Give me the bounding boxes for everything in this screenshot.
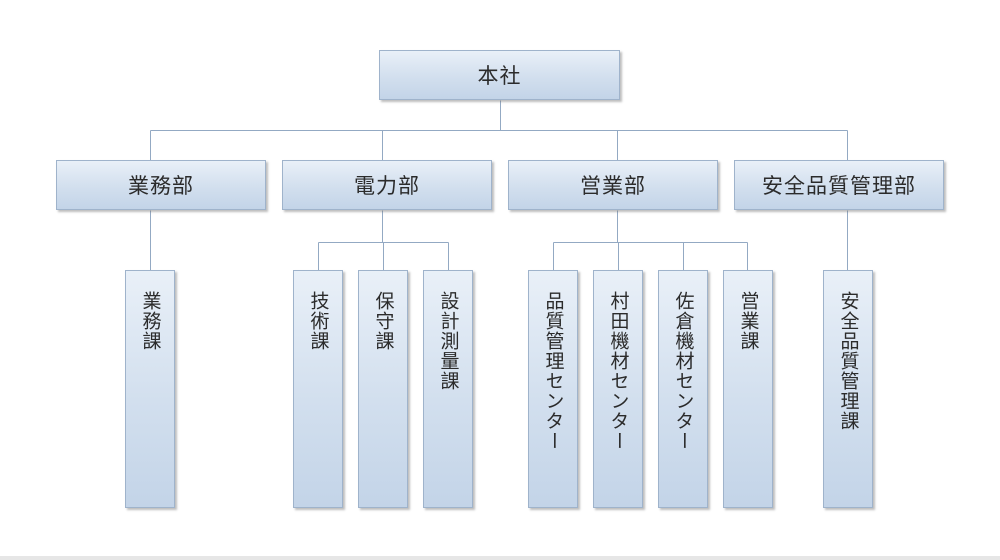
section-label: 佐倉機材センター: [672, 291, 695, 451]
section-node-sekkei: 設計測量課: [423, 270, 473, 508]
bottom-divider: [0, 556, 1000, 560]
section-node-gijutsu: 技術課: [293, 270, 343, 508]
dept-node-eigyo: 営業部: [508, 160, 718, 210]
dept-label: 営業部: [580, 174, 646, 198]
dept-label: 安全品質管理部: [762, 174, 916, 198]
section-label: 安全品質管理課: [837, 291, 860, 431]
dept-label: 業務部: [128, 174, 194, 198]
dept-node-gyomu: 業務部: [56, 160, 266, 210]
section-label: 業務課: [139, 291, 162, 351]
section-node-sakura-center: 佐倉機材センター: [658, 270, 708, 508]
section-node-hoshu: 保守課: [358, 270, 408, 508]
section-node-anzenka: 安全品質管理課: [823, 270, 873, 508]
section-node-gyomuka: 業務課: [125, 270, 175, 508]
section-label: 村田機材センター: [607, 291, 630, 451]
section-label: 技術課: [307, 291, 330, 351]
root-label: 本社: [477, 64, 522, 88]
section-label: 保守課: [372, 291, 395, 351]
dept-node-anzen: 安全品質管理部: [734, 160, 944, 210]
dept-label: 電力部: [354, 174, 420, 198]
root-node: 本社: [379, 50, 620, 100]
section-node-eigyoka: 営業課: [723, 270, 773, 508]
section-label: 品質管理センター: [542, 291, 565, 451]
section-label: 営業課: [737, 291, 760, 351]
dept-node-denryoku: 電力部: [282, 160, 492, 210]
section-node-hinshitsu-center: 品質管理センター: [528, 270, 578, 508]
section-node-murata-center: 村田機材センター: [593, 270, 643, 508]
section-label: 設計測量課: [437, 291, 460, 391]
